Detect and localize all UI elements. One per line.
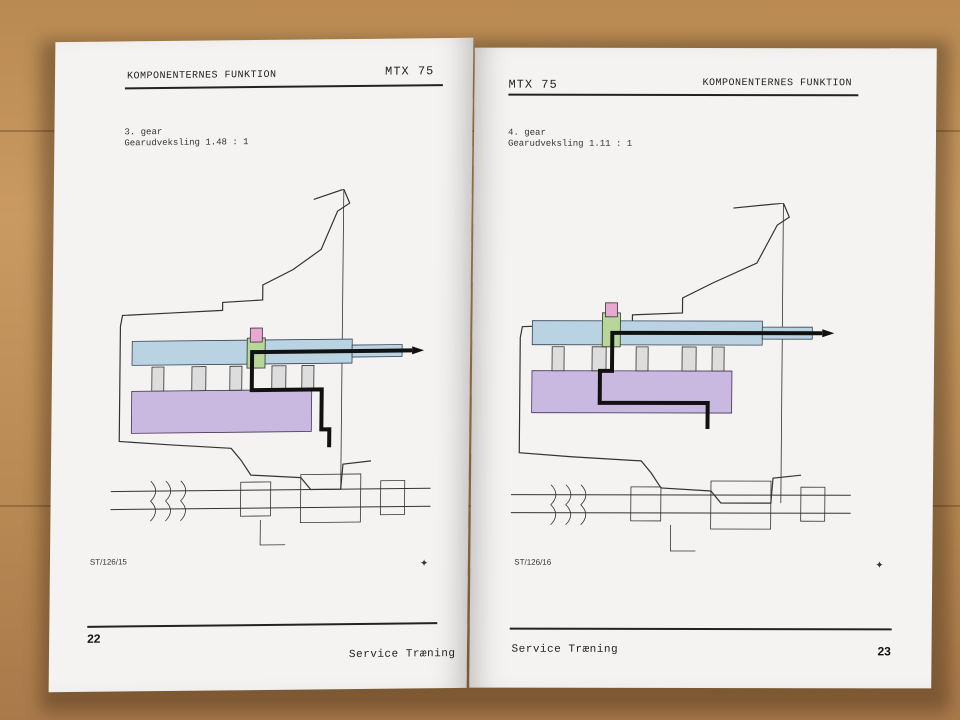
right-page: MTX 75 KOMPONENTERNES FUNKTION 4. gear G… (469, 47, 937, 689)
gearbox-diagram-4th-gear (510, 202, 851, 552)
left-header-model: MTX 75 (384, 64, 435, 79)
left-logo-mark: ✦ (419, 558, 429, 570)
right-caption-ratio: Gearudveksling 1.11 : 1 (507, 138, 633, 149)
gearbox-diagram-3rd-gear (110, 188, 431, 546)
left-footer-rule (87, 622, 438, 628)
right-figure-ref: ST/126/16 (514, 557, 552, 567)
left-page: KOMPONENTERNES FUNKTION MTX 75 3. gear G… (48, 37, 474, 693)
left-figure-ref: ST/126/15 (89, 557, 127, 567)
left-footer: Service Træning (348, 647, 456, 662)
left-header-rule (124, 84, 443, 90)
right-caption: 4. gear Gearudveksling 1.11 : 1 (508, 128, 632, 150)
right-caption-gear: 4. gear (508, 127, 546, 138)
right-header-rule (508, 93, 859, 97)
left-header-title: KOMPONENTERNES FUNKTION (126, 69, 277, 83)
right-header-model: MTX 75 (508, 77, 558, 92)
left-caption-ratio: Gearudveksling 1.48 : 1 (124, 137, 249, 149)
left-page-number: 22 (87, 631, 101, 646)
left-caption: 3. gear Gearudveksling 1.48 : 1 (124, 126, 248, 149)
right-page-number: 23 (877, 644, 891, 659)
right-header-title: KOMPONENTERNES FUNKTION (702, 77, 853, 90)
right-footer: Service Træning (511, 643, 619, 656)
right-logo-mark: ✦ (875, 560, 884, 572)
right-footer-rule (509, 627, 892, 631)
